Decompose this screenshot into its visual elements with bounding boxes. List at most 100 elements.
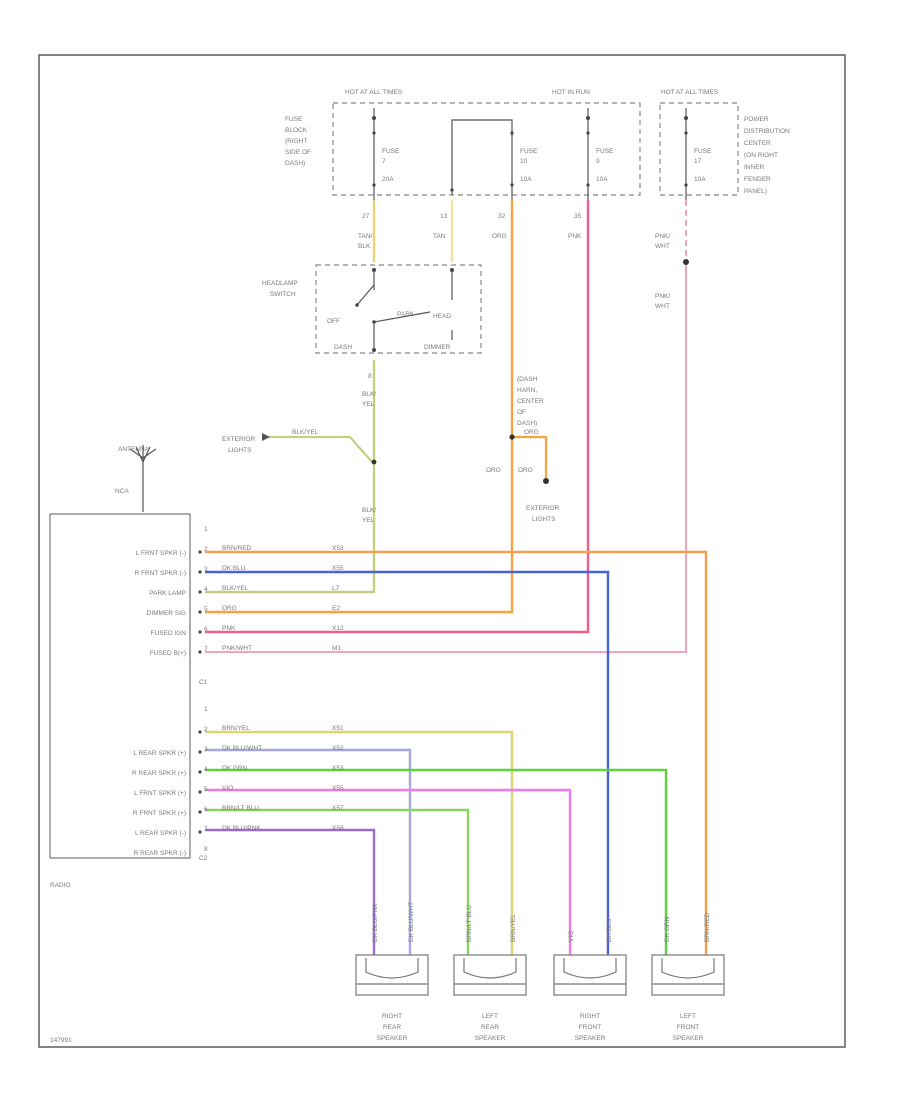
pin-wire-color: DK GRN xyxy=(222,765,248,772)
pin-number: 1 xyxy=(204,706,208,713)
speaker-icon xyxy=(355,954,429,996)
pin-terminal xyxy=(198,550,202,554)
switch-off-label: OFF xyxy=(327,318,340,325)
wire-blk-yel-park xyxy=(205,360,376,594)
pin-terminal xyxy=(198,590,202,594)
speaker-wire-label: BRN/YEL xyxy=(510,914,517,942)
splice-line: OF xyxy=(517,409,526,416)
fuse-label-line: 10 xyxy=(520,158,528,165)
exterior-lights-left-arrow xyxy=(262,433,270,441)
pin-circuit: X12 xyxy=(332,625,344,632)
wire-color: BLK/ xyxy=(362,391,376,398)
splice-line: DASH) xyxy=(517,420,537,427)
pin-function-label: R REAR SPKR (+) xyxy=(132,770,186,777)
fuse-label-line: 9 xyxy=(596,158,600,165)
pdc-line: CENTER xyxy=(744,140,771,147)
circuit-32: 32 xyxy=(498,213,506,220)
splice-line: HARN, xyxy=(517,387,537,394)
wire-org-splice xyxy=(512,435,548,480)
fuse-7-label: FUSE 7 20A xyxy=(382,148,400,183)
speaker-label: SPEAKER xyxy=(475,1035,506,1042)
fuse-label-line: 10A xyxy=(694,176,706,183)
fuse-9-icon xyxy=(586,108,590,200)
pin-function-label: R FRNT SPKR (+) xyxy=(133,810,186,817)
dash-splice-label: (DASH HARN, CENTER OF DASH) xyxy=(517,376,544,427)
wire-pnk-ign xyxy=(205,200,590,634)
pin-terminal xyxy=(198,830,202,834)
pin-wire-color: BRN/RED xyxy=(222,545,252,552)
wire-dk-blu xyxy=(205,570,610,955)
wire-color: ORG xyxy=(524,429,539,436)
pdc-line: INNER xyxy=(744,164,765,171)
pin-number: 6 xyxy=(204,806,208,813)
pin-function-label: L FRNT SPKR (-) xyxy=(136,550,186,557)
speaker-wire-label: BRN/LT BLU xyxy=(466,905,473,942)
speaker-label: SPEAKER xyxy=(673,1035,704,1042)
pin-circuit: X52 xyxy=(332,745,344,752)
pin-circuit: E2 xyxy=(332,605,340,612)
switch-park-label: PARK xyxy=(397,311,415,318)
pdc-location: POWER DISTRIBUTION CENTER (ON RIGHT INNE… xyxy=(744,116,790,195)
speaker-icon xyxy=(651,954,725,996)
speaker-label: SPEAKER xyxy=(377,1035,408,1042)
pdc-line: DISTRIBUTION xyxy=(744,128,790,135)
pin-wire-color: ORG xyxy=(222,605,237,612)
pin-circuit: X58 xyxy=(332,825,344,832)
pin-wire-color: DK BLU/PNK xyxy=(222,825,261,832)
pdc-line: PANEL) xyxy=(744,188,767,195)
connector-c1-label: C1 xyxy=(199,679,208,686)
pin-terminal xyxy=(198,610,202,614)
pin-wire-color: BRN/LT BLU xyxy=(222,805,259,812)
pin-circuit: X53 xyxy=(332,545,344,552)
wire-color: PNK/ xyxy=(655,233,670,240)
pin-number: 5 xyxy=(204,606,208,613)
speaker-label: REAR xyxy=(481,1024,499,1031)
wire-color: YEL xyxy=(362,401,375,408)
pin-number: 3 xyxy=(204,566,208,573)
wire-dk-blu-pnk xyxy=(205,828,376,955)
pin-number: 8 xyxy=(204,846,208,853)
diagram-border xyxy=(38,54,846,1048)
exterior-lights-right-label: LIGHTS xyxy=(532,516,556,523)
pin-function-label: PARK LAMP xyxy=(149,590,186,597)
pdc-line: POWER xyxy=(744,116,769,123)
pin-function-label: L REAR SPKR (+) xyxy=(133,750,186,757)
wire-color: ORG xyxy=(486,467,501,474)
fuse-block-outline xyxy=(332,102,641,196)
wire-ext-lights-left xyxy=(268,435,373,463)
wire-color: ORG xyxy=(518,467,533,474)
pin-circuit: X53 xyxy=(332,765,344,772)
speaker-wire-label: VIO xyxy=(568,931,575,942)
pin-wire-color: PNK/WHT xyxy=(222,645,252,652)
fuse-7-icon xyxy=(372,108,376,200)
speaker-wire-label: DK GRN xyxy=(664,916,671,942)
fuse-label-line: 10A xyxy=(520,176,532,183)
pin-terminal xyxy=(198,730,202,734)
headlamp-switch-label: HEADLAMP xyxy=(262,280,298,287)
pin-wire-color: DK BLU xyxy=(222,565,246,572)
pin-terminal xyxy=(198,630,202,634)
pin-function-label: DIMMER SIG xyxy=(147,610,186,617)
pin-wire-color: PNK xyxy=(222,625,236,632)
wire-brn-lt-blu xyxy=(205,808,470,955)
pin-wire-color: BLK/YEL xyxy=(222,585,249,592)
wire-color: TAN xyxy=(433,233,446,240)
pin-circuit: X51 xyxy=(332,725,344,732)
speaker-icon xyxy=(453,954,527,996)
splice-point xyxy=(543,478,549,484)
wire-color: YEL xyxy=(362,517,375,524)
speaker-wire-label: DK BLU/WHT xyxy=(408,902,415,942)
wire-color: WHT xyxy=(655,303,670,310)
circuit-8: 8 xyxy=(368,373,372,380)
pin-number: 4 xyxy=(204,766,208,773)
pdc-outline xyxy=(659,102,739,196)
circuit-13: 13 xyxy=(440,213,448,220)
figure-id: 147991 xyxy=(50,1037,72,1044)
wire-vio xyxy=(205,788,572,955)
pin-terminal xyxy=(198,770,202,774)
pin-terminal xyxy=(198,790,202,794)
hot-at-all-times-label: HOT AT ALL TIMES xyxy=(345,89,403,96)
pin-function-label: FUSED IGN xyxy=(151,630,187,637)
